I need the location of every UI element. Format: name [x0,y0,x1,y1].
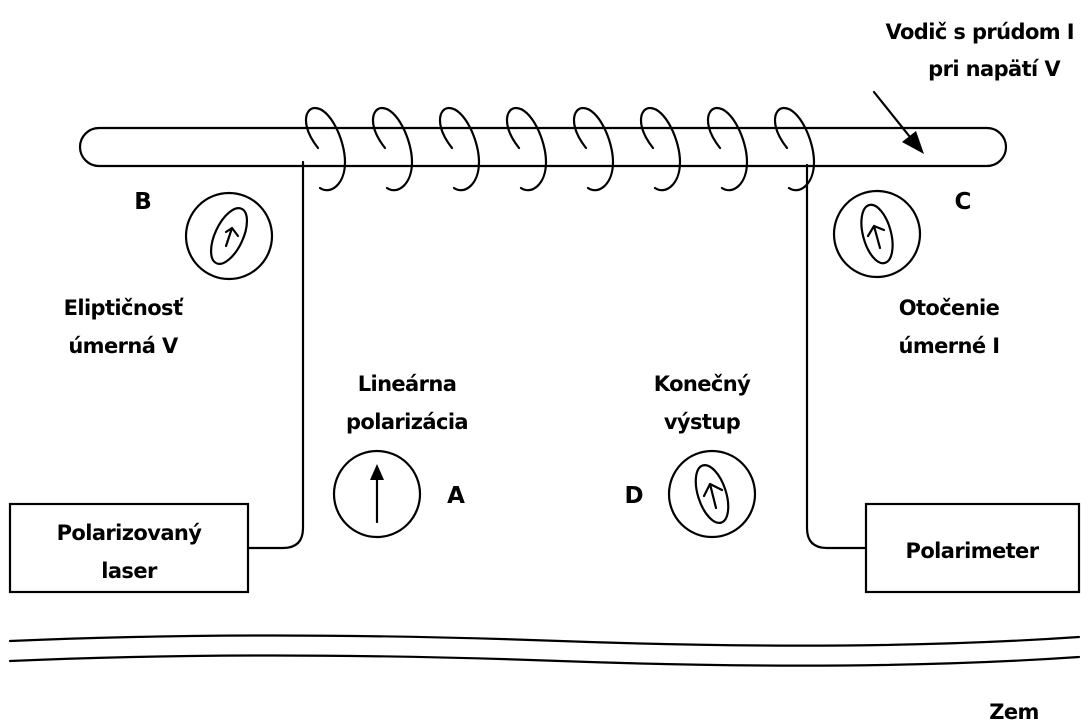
ellipticity-label-line1: Eliptičnosť [64,296,184,320]
conductor-label-line1: Vodič s prúdom I [885,20,1074,44]
linear-polarization-label-line2: polarizácia [346,410,468,434]
fiber-lead-right [805,163,868,550]
polarized-laser-box [8,502,250,594]
conductor-label-line2: pri napätí V [928,57,1061,81]
point-a-label: A [447,483,465,509]
point-d-label: D [624,483,643,509]
ground-line-upper [8,634,1081,647]
polarization-indicator-a [332,449,422,539]
fiber-lead-left [246,160,305,550]
polarization-indicator-c [832,189,922,279]
point-c-label: C [955,189,972,215]
polarimeter-label: Polarimeter [906,539,1040,563]
polarized-laser-label-line1: Polarizovaný [57,521,203,545]
ground-label: Zem [989,700,1039,724]
ellipticity-label-line2: úmerná V [68,334,179,358]
conductor-bar [78,126,1008,168]
polarimeter-box [864,502,1081,594]
point-b-label: B [134,189,152,215]
rotation-label-line1: Otočenie [899,296,1000,320]
polarization-indicator-d [667,449,757,539]
ground-line-lower [8,654,1081,667]
final-output-label-line2: výstup [664,410,741,434]
polarization-indicator-b [184,191,274,281]
linear-polarization-label-line1: Lineárna [358,372,457,396]
final-output-label-line1: Konečný [654,372,751,396]
fiber-coil [304,106,816,192]
rotation-label-line2: úmerné I [899,334,1000,358]
polarized-laser-label-line2: laser [101,559,158,583]
conductor-pointer-arrow [872,90,924,154]
